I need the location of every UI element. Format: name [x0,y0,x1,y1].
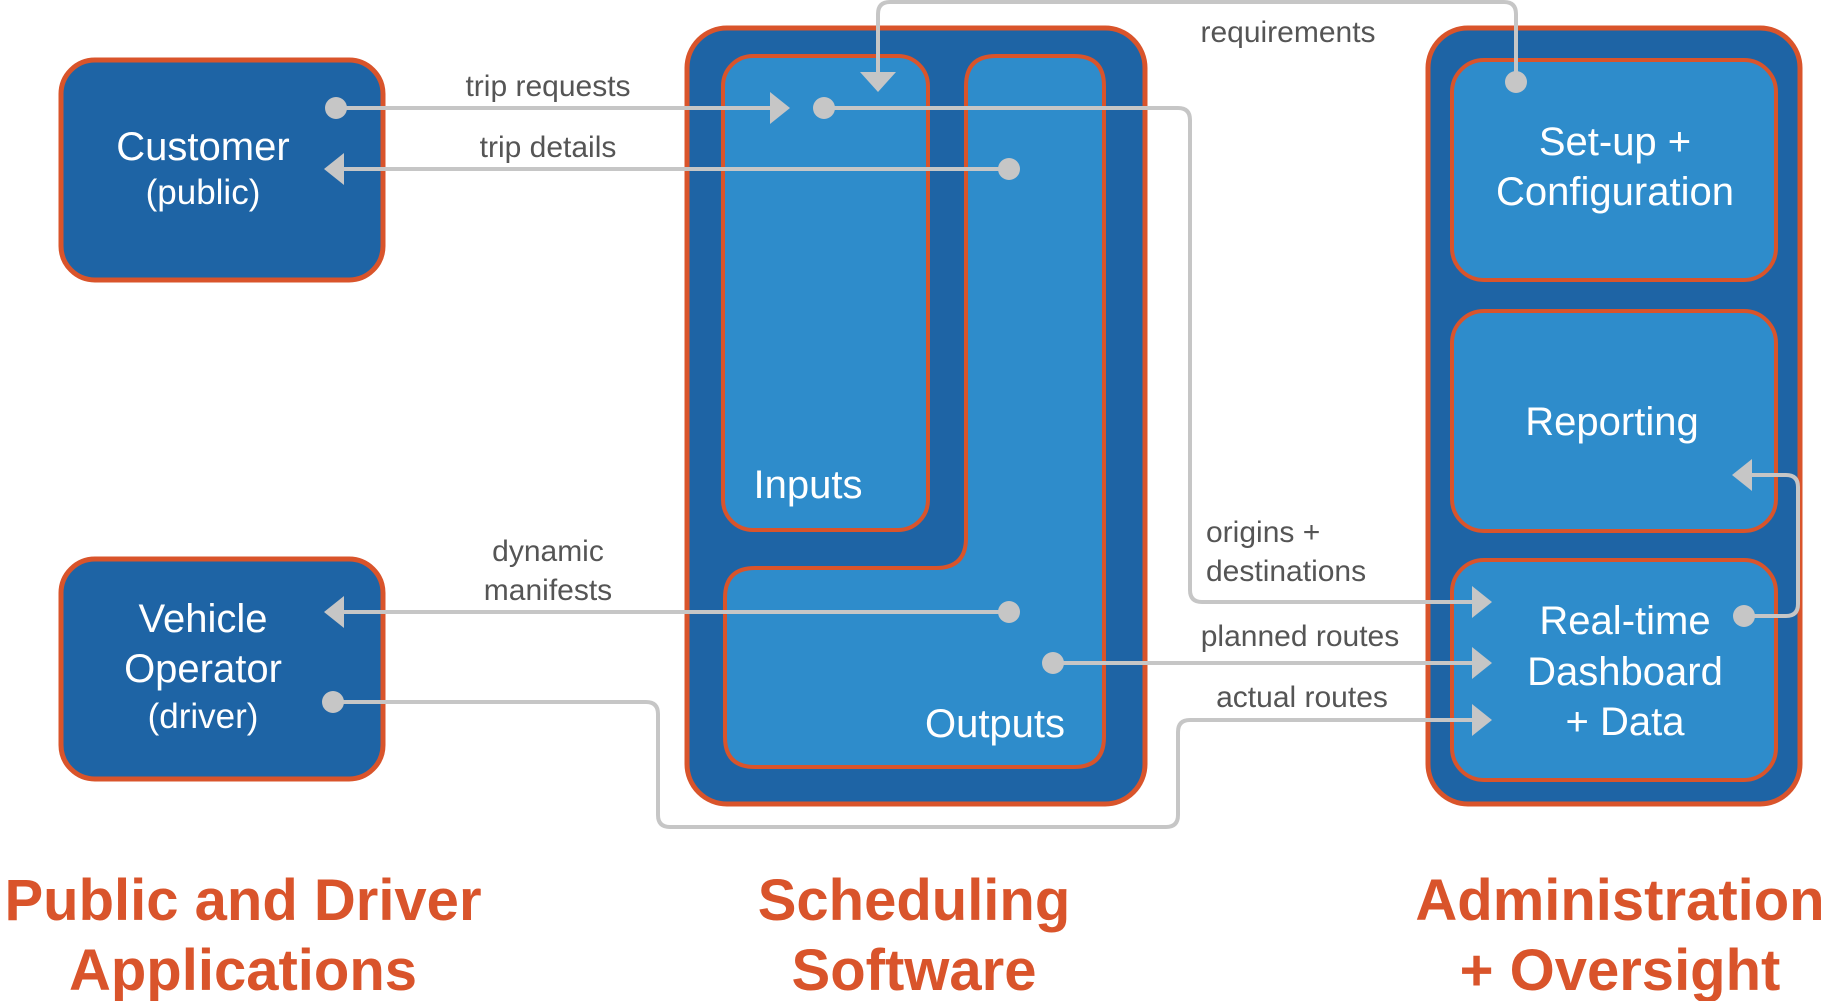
origins-destinations-dot [813,97,835,119]
admin-group-title-1: Administration [1415,868,1824,933]
vehicle-operator-title-2: Operator [124,647,282,691]
vehicle-operator-box [58,556,386,782]
outputs-label: Outputs [925,702,1065,746]
origins-destinations-label-1: origins + [1206,516,1320,549]
actual-routes-arrowhead [1472,704,1492,736]
reporting-box [1450,309,1778,533]
trip-details-dot [998,158,1020,180]
realtime-title-2: Dashboard [1527,650,1723,694]
realtime-title-3: + Data [1566,700,1686,744]
scheduling-group-title-1: Scheduling [758,868,1071,933]
planned-routes-label: planned routes [1201,620,1400,653]
setup-title-2: Configuration [1496,170,1734,214]
requirements-connector [876,0,1518,82]
setup-box [1450,58,1778,282]
customer-subtitle: (public) [146,173,261,212]
trip-requests-dot [325,97,347,119]
requirements-dot [1505,71,1527,93]
actual-routes-label: actual routes [1216,681,1388,714]
origins-destinations-label-2: destinations [1206,555,1366,588]
outputs-box [723,54,1106,769]
dynamic-manifests-label-1: dynamic [492,535,604,568]
trip-requests-arrowhead [770,92,790,124]
actual-routes-connector [333,700,1472,829]
actual-routes-dot [322,691,344,713]
inputs-label: Inputs [754,463,863,507]
customer-title: Customer [116,125,289,169]
realtime-reporting-connector [1744,473,1800,618]
scheduling-group-title-2: Software [792,938,1037,1001]
setup-title-1: Set-up + [1539,120,1691,164]
planned-routes-arrowhead [1472,647,1492,679]
reporting-label: Reporting [1525,400,1698,444]
realtime-reporting-arrowhead [1732,459,1752,491]
trip-details-label: trip details [480,131,617,164]
inputs-box [721,54,930,532]
origins-destinations-arrowhead [1472,586,1492,618]
dynamic-manifests-dot [998,601,1020,623]
trip-requests-label: trip requests [465,70,630,103]
vehicle-operator-title-1: Vehicle [139,597,268,641]
dynamic-manifests-label-2: manifests [484,574,612,607]
realtime-reporting-dot [1733,605,1755,627]
realtime-box [1450,558,1778,782]
admin-group-title-2: + Oversight [1460,938,1781,1001]
trip-details-arrowhead [324,153,344,185]
requirements-arrowhead [860,72,896,92]
realtime-title-1: Real-time [1539,599,1710,643]
planned-routes-dot [1042,652,1064,674]
requirements-label: requirements [1200,16,1375,49]
public-group-title-2: Applications [69,938,417,1001]
vehicle-operator-subtitle: (driver) [148,697,259,736]
origins-destinations-connector [824,106,1472,604]
dynamic-manifests-arrowhead [324,596,344,628]
public-group-title-1: Public and Driver [4,868,481,933]
